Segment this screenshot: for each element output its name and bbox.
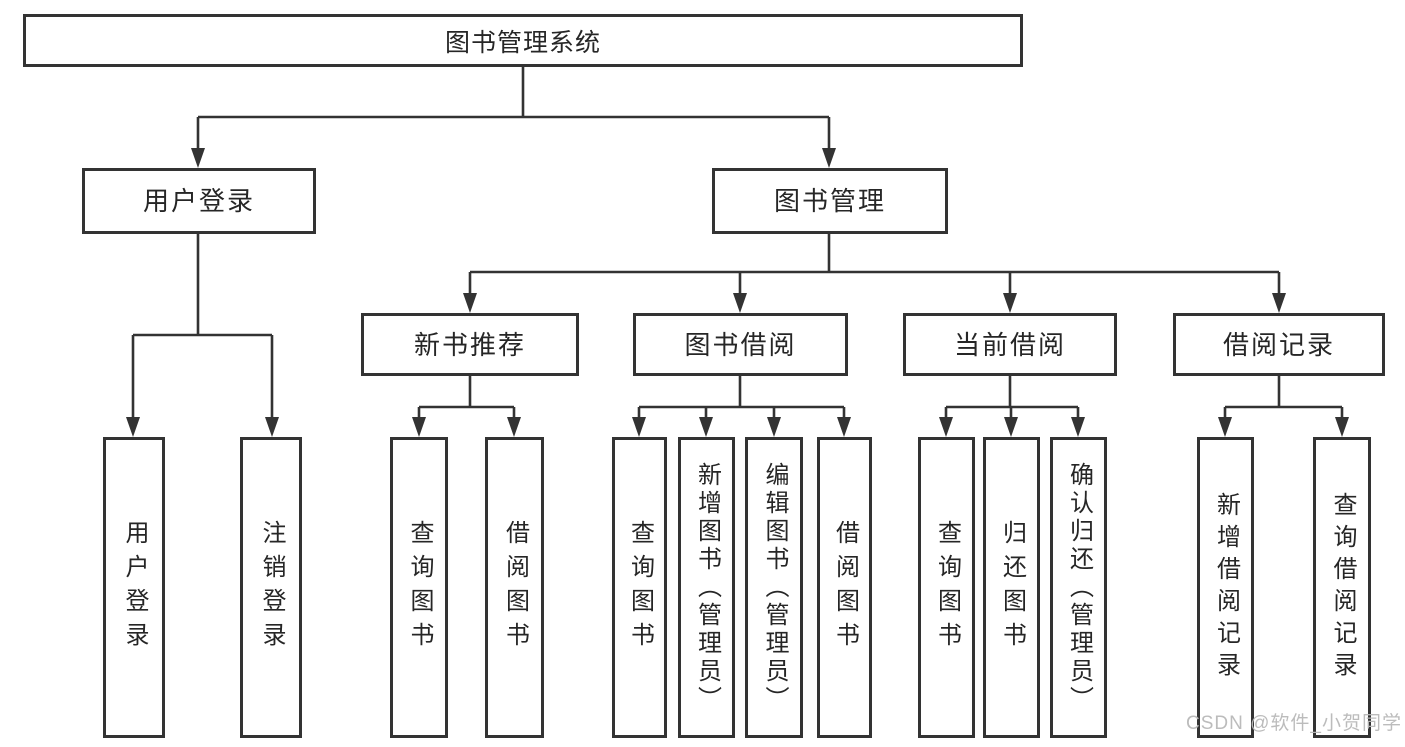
leaf-label: 确认归还（管理员） (1065, 461, 1093, 714)
leaf-label: 查询图书 (933, 519, 961, 656)
node-borrow-records: 借阅记录 (1173, 313, 1385, 376)
leaf-label: 借阅图书 (501, 519, 529, 656)
leaf-label: 注销登录 (258, 519, 285, 656)
leaf-label: 新增图书（管理员） (693, 461, 721, 714)
leaf-edit-book-admin: 编辑图书（管理员） (745, 437, 803, 738)
node-book-borrowing: 图书借阅 (633, 313, 848, 376)
node-book-management: 图书管理 (712, 168, 948, 234)
csdn-watermark: CSDN @软件_小贺同学 (1186, 713, 1402, 734)
leaf-user-login: 用户登录 (103, 437, 165, 738)
node-current-borrowing: 当前借阅 (903, 313, 1117, 376)
node-library-system: 图书管理系统 (23, 14, 1023, 67)
leaf-label: 借阅图书 (831, 519, 859, 656)
leaf-borrow-books-borrowing: 借阅图书 (817, 437, 872, 738)
leaf-label: 编辑图书（管理员） (761, 461, 788, 714)
leaf-borrow-books-recommend: 借阅图书 (485, 437, 544, 738)
leaf-query-books-recommend: 查询图书 (390, 437, 448, 738)
leaf-query-books-borrowing: 查询图书 (612, 437, 667, 738)
leaf-query-borrow-record: 查询借阅记录 (1313, 437, 1371, 738)
leaf-add-borrow-record: 新增借阅记录 (1197, 437, 1254, 738)
leaf-label: 归还图书 (998, 519, 1026, 656)
leaf-add-book-admin: 新增图书（管理员） (678, 437, 735, 738)
node-user-login-branch: 用户登录 (82, 168, 316, 234)
leaf-label: 查询图书 (406, 519, 433, 656)
leaf-label: 查询图书 (626, 519, 654, 656)
node-new-book-recommend: 新书推荐 (361, 313, 579, 376)
leaf-label: 用户登录 (121, 519, 148, 656)
leaf-query-books-current: 查询图书 (918, 437, 975, 738)
leaf-label: 新增借阅记录 (1212, 491, 1240, 684)
leaf-return-books: 归还图书 (983, 437, 1040, 738)
leaf-label: 查询借阅记录 (1329, 491, 1356, 684)
leaf-confirm-return-admin: 确认归还（管理员） (1050, 437, 1107, 738)
leaf-logout: 注销登录 (240, 437, 302, 738)
